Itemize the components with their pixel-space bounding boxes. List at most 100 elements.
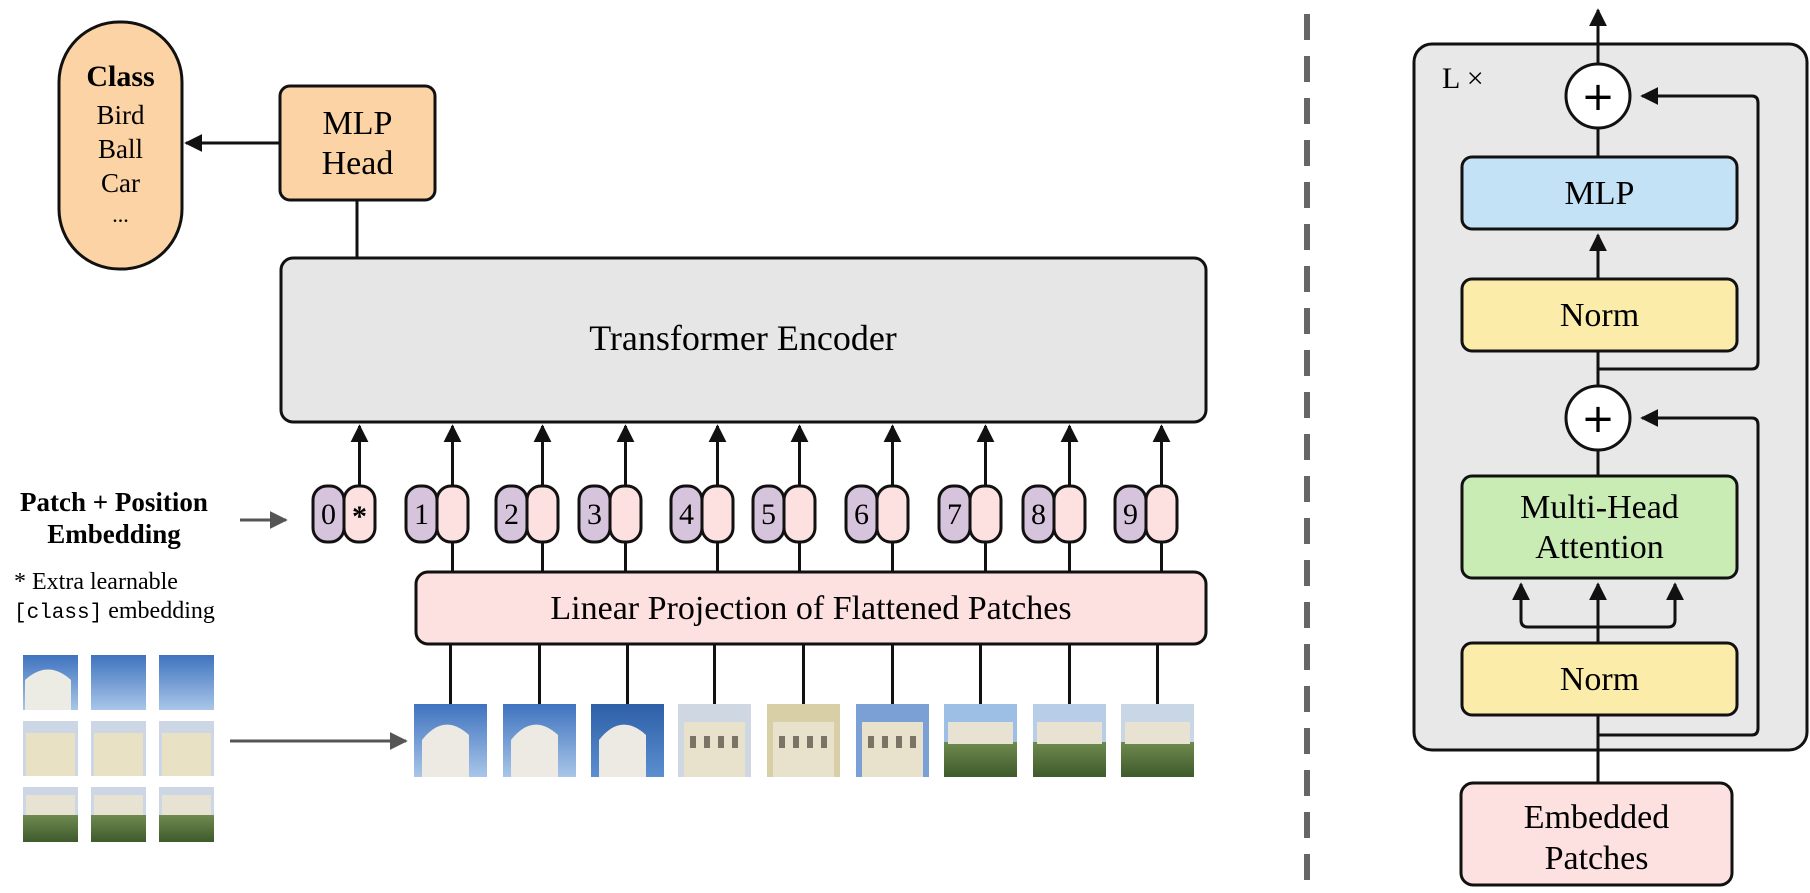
embedded-patches-box: Embedded Patches: [1459, 781, 1734, 887]
grid-ground: [91, 815, 146, 842]
class-item-bird: Bird: [96, 100, 145, 130]
class-output-box: Class Bird Ball Car ...: [57, 20, 184, 271]
position-token-label-5: 5: [761, 498, 776, 531]
add-node-1-symbol: +: [1581, 396, 1615, 442]
position-token-label-1: 1: [414, 498, 429, 531]
encoder-block: L × Norm Multi-Head Attention + Norm MLP: [1412, 8, 1809, 885]
grid-sky: [159, 655, 214, 710]
patch-token-3: [608, 484, 643, 544]
extra-note-line1: * Extra learnable: [14, 569, 178, 595]
patch-facade: [948, 722, 1013, 744]
patch-ground: [1121, 742, 1194, 777]
grid-cell-5: [91, 721, 146, 776]
token-pair-6: 6: [844, 424, 910, 572]
patch-facade: [1037, 722, 1102, 744]
mlp-head-line2: Head: [322, 145, 394, 182]
patch-image-7: [944, 644, 1017, 777]
repeat-label: L ×: [1442, 62, 1484, 95]
patch-facade: [862, 722, 923, 777]
patch-window: [779, 736, 785, 748]
residual-skip-2: [1598, 87, 1760, 371]
attention-line2: Attention: [1535, 529, 1663, 566]
patch-image-8: [1033, 644, 1106, 777]
position-token-label-3: 3: [587, 498, 602, 531]
norm-bottom-label: Norm: [1560, 661, 1639, 698]
grid-cell-3: [159, 655, 214, 710]
extra-note-line2: [class] embedding: [14, 598, 215, 625]
patch-dome: [422, 724, 469, 777]
transformer-encoder-box: Transformer Encoder: [279, 256, 1208, 424]
norm-top-label: Norm: [1560, 297, 1639, 334]
token-pair-3: 3: [577, 424, 643, 572]
patch-position-label-line2: Embedding: [47, 519, 181, 549]
class-token-marker: *: [352, 500, 367, 533]
patch-window: [910, 736, 916, 748]
patch-token-4: [700, 484, 735, 544]
class-title: Class: [86, 60, 154, 93]
patch-window: [690, 736, 696, 748]
grid-facade: [94, 795, 143, 815]
position-token-label-2: 2: [504, 498, 519, 531]
patch-facade: [773, 722, 834, 777]
grid-ground: [159, 815, 214, 842]
embedded-patches-line2: Patches: [1545, 840, 1649, 877]
patch-token-1: [435, 484, 470, 544]
patch-window: [704, 736, 710, 748]
mlp-head-line1: MLP: [323, 105, 393, 142]
grid-sky: [91, 655, 146, 710]
patch-window: [718, 736, 724, 748]
class-item-ball: Ball: [98, 134, 143, 164]
patch-token-7: [968, 484, 1003, 544]
grid-facade: [162, 795, 211, 815]
position-token-label-7: 7: [947, 498, 962, 531]
position-token-label-4: 4: [679, 498, 694, 531]
grid-facade: [26, 795, 75, 815]
token-pair-2: 2: [494, 424, 560, 572]
token-pair-1: 1: [404, 424, 470, 572]
patch-token-8: [1052, 484, 1087, 544]
grid-cell-7: [23, 787, 78, 842]
mlp-block-label: MLP: [1565, 175, 1635, 212]
embedded-patches-line1: Embedded: [1524, 799, 1669, 836]
patch-dome: [599, 724, 646, 777]
token-pair-4: 4: [669, 424, 735, 572]
class-item-car: Car: [101, 168, 140, 198]
patch-window: [821, 736, 827, 748]
patch-image-9: [1121, 644, 1194, 777]
grid-facade: [162, 733, 211, 776]
attention-line1: Multi-Head: [1520, 489, 1679, 526]
grid-cell-6: [159, 721, 214, 776]
arrow-norm-to-attn-left: [1512, 582, 1598, 629]
position-token-label-6: 6: [854, 498, 869, 531]
grid-cell-9: [159, 787, 214, 842]
mlp-head-box: MLP Head: [278, 84, 437, 202]
extra-note-rest: embedding: [102, 598, 215, 624]
patch-image-1: [414, 644, 487, 777]
patch-image-3: [591, 644, 664, 777]
patch-image-6: [856, 644, 929, 777]
flattened-patches: [414, 644, 1194, 777]
grid-dome: [25, 669, 71, 710]
token-pair-7: 7: [937, 424, 1003, 572]
patch-token-5: [782, 484, 817, 544]
patch-window: [868, 736, 874, 748]
patch-image-5: [767, 644, 840, 777]
patch-window: [882, 736, 888, 748]
residual-skip-1: [1598, 409, 1760, 737]
grid-facade: [94, 733, 143, 776]
linear-projection-label: Linear Projection of Flattened Patches: [550, 590, 1071, 627]
transformer-encoder-label: Transformer Encoder: [589, 318, 897, 358]
token-pair-5: 5: [751, 424, 817, 572]
token-pair-8: 8: [1021, 424, 1087, 572]
token-pair-9: 9: [1113, 424, 1179, 572]
patch-facade: [1125, 722, 1190, 744]
grid-cell-1: [23, 655, 78, 710]
arrow-norm-to-attn-right: [1598, 582, 1684, 629]
patch-token-2: [525, 484, 560, 544]
token-pair-0: 0*: [311, 424, 377, 544]
position-token-label-0: 0: [321, 498, 336, 531]
position-token-label-9: 9: [1123, 498, 1138, 531]
grid-cell-2: [91, 655, 146, 710]
grid-facade: [26, 733, 75, 776]
